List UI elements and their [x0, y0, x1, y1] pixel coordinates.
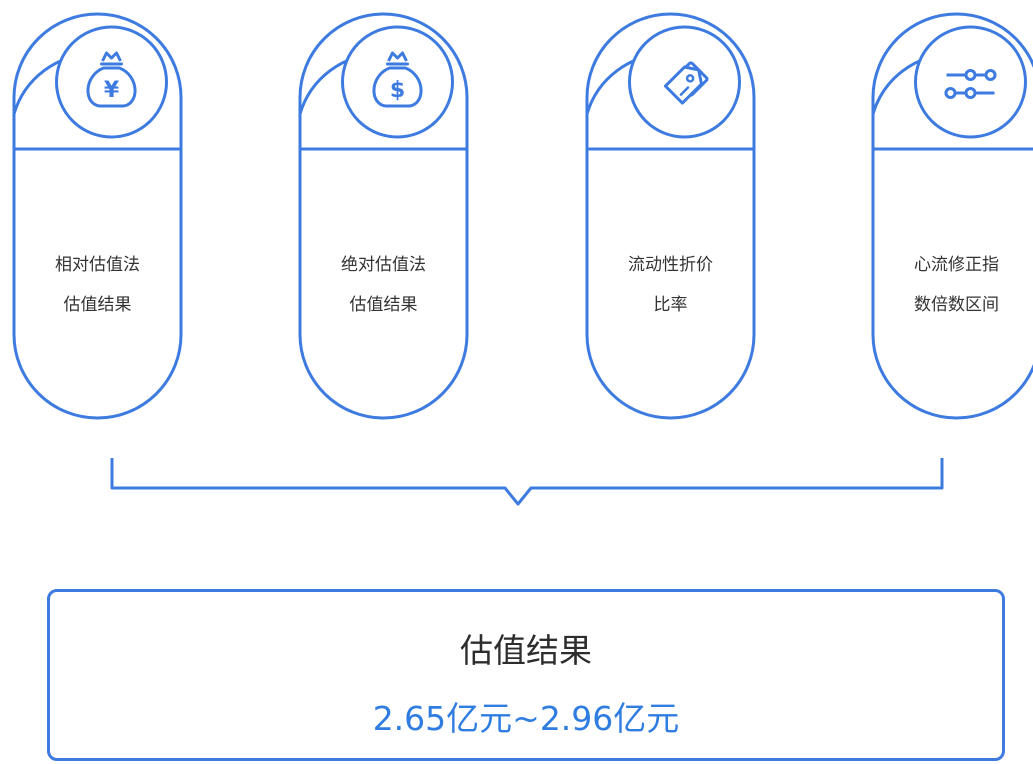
result-title: 估值结果 — [460, 631, 592, 670]
merge-bracket — [110, 458, 944, 506]
method-label-line-1: 心流修正指 — [914, 255, 999, 275]
result-box: 估值结果 2.65亿元~2.96亿元 — [47, 589, 1005, 761]
icon-bubble — [341, 25, 454, 139]
sliders-icon — [944, 69, 997, 99]
yuan-money-bag-icon: ¥ — [86, 51, 137, 108]
svg-text:$: $ — [390, 78, 405, 103]
icon-bubble — [55, 25, 168, 139]
card-outline — [12, 12, 183, 420]
method-label-line-1: 流动性折价 — [628, 255, 713, 275]
method-label-line-2: 估值结果 — [64, 295, 132, 315]
price-tag-icon — [663, 61, 709, 105]
card-outline — [585, 12, 756, 420]
method-label-line-2: 估值结果 — [350, 295, 418, 315]
method-label-line-1: 绝对估值法 — [341, 255, 426, 275]
card-outline — [298, 12, 469, 420]
card-outline — [871, 12, 1033, 420]
svg-text:¥: ¥ — [104, 78, 120, 103]
icon-bubble — [914, 25, 1027, 139]
method-label-line-2: 比率 — [654, 295, 688, 315]
result-value-range: 2.65亿元~2.96亿元 — [372, 699, 680, 738]
dollar-money-bag-icon: $ — [372, 51, 423, 108]
method-label-line-2: 数倍数区间 — [914, 295, 999, 315]
method-label-line-1: 相对估值法 — [55, 255, 140, 275]
